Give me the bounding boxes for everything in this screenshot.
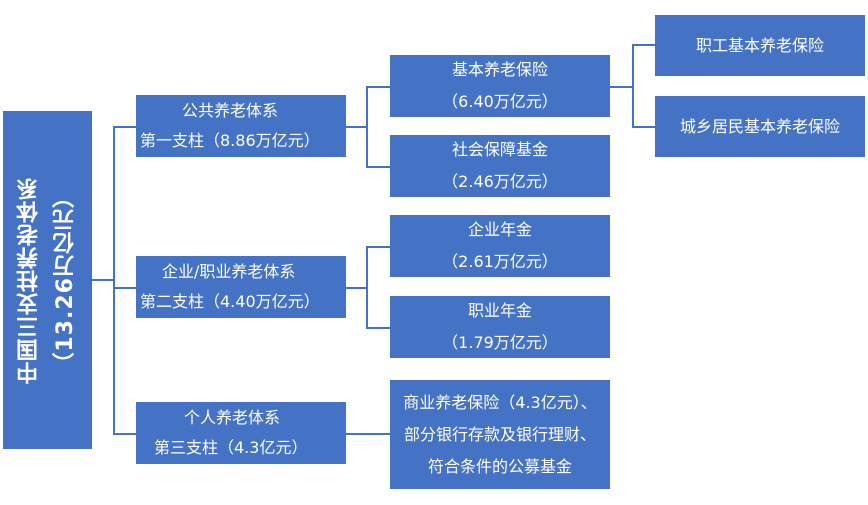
- item-value: （2.46万亿元）: [442, 172, 558, 191]
- connector-line: [632, 126, 655, 128]
- pillar-node-second: 企业/职业养老体系 第二支柱（4.40万亿元）: [136, 256, 346, 318]
- connector-line: [632, 44, 655, 46]
- item-name: 企业年金: [467, 220, 532, 239]
- item-value: （6.40万亿元）: [442, 92, 558, 111]
- connector-line: [113, 126, 115, 435]
- item-value: （1.79万亿元）: [442, 333, 558, 352]
- subitem-label: 职工基本养老保险: [695, 35, 824, 55]
- pillar-node-third: 个人养老体系 第三支柱（4.3亿元）: [136, 402, 346, 464]
- connector-line: [366, 86, 390, 88]
- pillar-label: 第一支柱（8.86万亿元）: [140, 131, 320, 150]
- item-name: 职业年金: [467, 301, 532, 320]
- pillar-name: 企业/职业养老体系: [162, 262, 296, 281]
- pillar-name: 个人养老体系: [184, 408, 281, 427]
- item-line: 部分银行存款及银行理财、: [403, 424, 596, 444]
- item-node-occupational-annuity: 职业年金 （1.79万亿元）: [390, 296, 610, 358]
- pillar-label: 第三支柱（4.3亿元）: [154, 438, 308, 457]
- connector-line: [346, 287, 368, 289]
- connector-line: [366, 246, 390, 248]
- root-total: （13.26万亿元）: [52, 185, 78, 375]
- connector-line: [366, 166, 390, 168]
- connector-line: [92, 279, 115, 281]
- item-node-enterprise-annuity: 企业年金 （2.61万亿元）: [390, 215, 610, 277]
- pillar-label: 第二支柱（4.40万亿元）: [140, 292, 320, 311]
- subitem-node-resident-pension: 城乡居民基本养老保险: [655, 96, 865, 157]
- item-name: 基本养老保险: [451, 60, 548, 79]
- connector-line: [113, 433, 136, 435]
- connector-line: [113, 126, 136, 128]
- item-line: 符合条件的公募基金: [427, 456, 572, 476]
- subitem-node-employee-pension: 职工基本养老保险: [655, 15, 865, 76]
- connector-line: [632, 44, 634, 128]
- root-title: 中国三支柱养老体系: [16, 176, 42, 384]
- connector-line: [113, 287, 136, 289]
- connector-line: [366, 327, 390, 329]
- connector-line: [346, 126, 368, 128]
- connector-line: [346, 433, 390, 435]
- item-node-basic-pension: 基本养老保险 （6.40万亿元）: [390, 55, 610, 117]
- pillar-name: 公共养老体系: [182, 101, 279, 120]
- item-value: （2.61万亿元）: [442, 252, 558, 271]
- root-node: 中国三支柱养老体系 （13.26万亿元）: [3, 111, 92, 449]
- connector-line: [366, 86, 368, 168]
- item-line: 商业养老保险（4.3亿元）、: [403, 392, 597, 412]
- connector-line: [366, 246, 368, 329]
- item-node-social-security-fund: 社会保障基金 （2.46万亿元）: [390, 135, 610, 197]
- pillar-node-first: 公共养老体系 第一支柱（8.86万亿元）: [136, 95, 346, 157]
- connector-line: [610, 86, 634, 88]
- subitem-label: 城乡居民基本养老保险: [679, 116, 840, 136]
- item-node-third-pillar-products: 商业养老保险（4.3亿元）、 部分银行存款及银行理财、 符合条件的公募基金: [390, 380, 610, 489]
- item-name: 社会保障基金: [451, 140, 548, 159]
